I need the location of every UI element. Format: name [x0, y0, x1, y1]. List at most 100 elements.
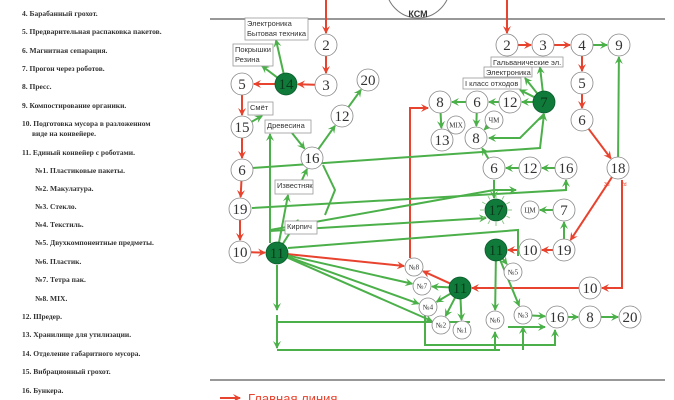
node-label: 7: [540, 95, 548, 111]
node-n4: 4: [570, 33, 594, 57]
secondary-line-arrow: [519, 89, 535, 98]
node-label: №8: [409, 264, 420, 272]
node-label: 8: [436, 95, 444, 111]
secondary-line-arrow: [261, 65, 278, 79]
box-label: I класс отходов: [465, 79, 518, 88]
legend-item: 5. Предварительная распаковка пакетов.: [22, 27, 162, 36]
node-s6: №6: [485, 310, 505, 330]
node-label: 4: [578, 38, 586, 54]
node-n16a: 16: [300, 146, 324, 170]
legend-item: 16. Бункера.: [22, 386, 64, 395]
legend-item: 14. Отделение габаритного мусора.: [22, 349, 141, 358]
node-label: 18: [611, 161, 626, 177]
node-label: 15: [235, 120, 250, 136]
box-label: Бытовая техника: [247, 29, 307, 38]
secondary-line-arrow: [491, 260, 500, 312]
node-label: 8: [586, 310, 594, 326]
secondary-line-arrow: [287, 254, 414, 287]
node-label: 6: [473, 95, 481, 111]
main-line-arrow: [587, 128, 612, 160]
branch-label: 2d: [621, 182, 627, 188]
secondary-line-arrow: [536, 66, 545, 92]
node-label: 7: [560, 203, 568, 219]
node-n10b: 10: [518, 238, 542, 262]
secondary-line-arrow: [614, 55, 623, 158]
node-n15: 15: [230, 115, 254, 139]
secondary-line-arrow: [269, 186, 517, 231]
secondary-line-arrow: [317, 124, 336, 150]
node-n8c: 8: [578, 305, 602, 329]
label-box-brick: Кирпич: [284, 220, 318, 235]
main-line-legend-label: Главная линия: [248, 391, 337, 400]
secondary-line-arrow: [251, 113, 548, 169]
legend-item: №5. Двухкомпонентные предметы.: [35, 238, 154, 247]
secondary-line-arrow: [251, 115, 263, 123]
ksm-label: КСМ: [408, 9, 427, 19]
secondary-line-arrow: [499, 256, 508, 265]
legend-item: 15. Вибрационный грохот.: [22, 367, 111, 376]
branch-label: 3d: [604, 182, 610, 188]
node-s1: №1: [452, 320, 472, 340]
legend-item: №7. Тетра пак.: [35, 275, 86, 284]
node-n8a: 8: [428, 90, 452, 114]
node-n14: 14: [274, 72, 298, 96]
node-label: 11: [489, 243, 503, 259]
node-n12c: 12: [518, 156, 542, 180]
node-n3b: 3: [531, 33, 555, 57]
legend-item: 10. Подготовка мусора в разложенном: [22, 119, 151, 128]
secondary-line-arrow: [524, 77, 538, 94]
main-line-arrow: [236, 180, 245, 199]
legend-item: №2. Макулатура.: [35, 184, 94, 193]
legend-item: 12. Шредер.: [22, 312, 63, 321]
node-s8: №8: [404, 257, 424, 277]
main-line-arrow: [422, 270, 451, 285]
node-n6a: 6: [230, 158, 254, 182]
legend-item: 11. Единый конвейер с роботами.: [22, 148, 135, 157]
secondary-line-arrow: [273, 39, 285, 74]
node-label: 16: [550, 310, 566, 326]
node-n6c: 6: [465, 90, 489, 114]
node-label: №5: [508, 269, 519, 277]
node-label: 16: [559, 161, 575, 177]
legend-item: 7. Прогон через роботов.: [22, 64, 105, 73]
node-label: 3: [322, 78, 330, 94]
node-n6d: 6: [482, 156, 506, 180]
label-box-class1-waste: I класс отходов: [462, 77, 522, 90]
node-label: 12: [523, 161, 538, 177]
node-label: MIX: [449, 122, 463, 130]
node-mix: MIX: [446, 115, 466, 135]
label-box-sweepings: Смёт: [247, 101, 274, 116]
box-label: Кирпич: [287, 222, 312, 231]
secondary-line-arrow: [444, 297, 456, 317]
secondary-line-arrow: [435, 292, 452, 303]
node-n16b: 16: [554, 156, 578, 180]
node-n18: 18: [606, 156, 630, 180]
label-box-limestone: Известняк: [274, 179, 314, 195]
node-n8b: 8: [464, 126, 488, 150]
node-label: 6: [578, 113, 586, 129]
main-line-arrow: [601, 180, 623, 292]
box-label: Покрышки: [235, 45, 271, 54]
secondary-line-arrow: [347, 88, 362, 108]
node-n10a: 10: [228, 240, 252, 264]
node-n9: 9: [607, 33, 631, 57]
node-label: 11: [453, 281, 467, 297]
node-label: 19: [233, 202, 248, 218]
node-label: №4: [423, 304, 434, 312]
secondary-line-arrow: [430, 282, 450, 291]
secondary-line-arrow: [322, 164, 337, 216]
node-label: 8: [472, 131, 480, 147]
node-label: 6: [238, 163, 246, 179]
secondary-line-arrow: [251, 179, 570, 209]
legend-item: №3. Стекло.: [35, 202, 77, 211]
secondary-line-arrow: [457, 298, 466, 322]
node-n17: 17: [480, 194, 512, 226]
node-label: №2: [436, 322, 447, 330]
node-n19b: 19: [552, 238, 576, 262]
node-label: №7: [417, 283, 428, 291]
legend-item: 4. Барабанный грохот.: [22, 9, 98, 18]
node-label: ЦМ: [524, 207, 536, 215]
secondary-line-arrow: [300, 168, 308, 181]
node-n5b: 5: [570, 71, 594, 95]
